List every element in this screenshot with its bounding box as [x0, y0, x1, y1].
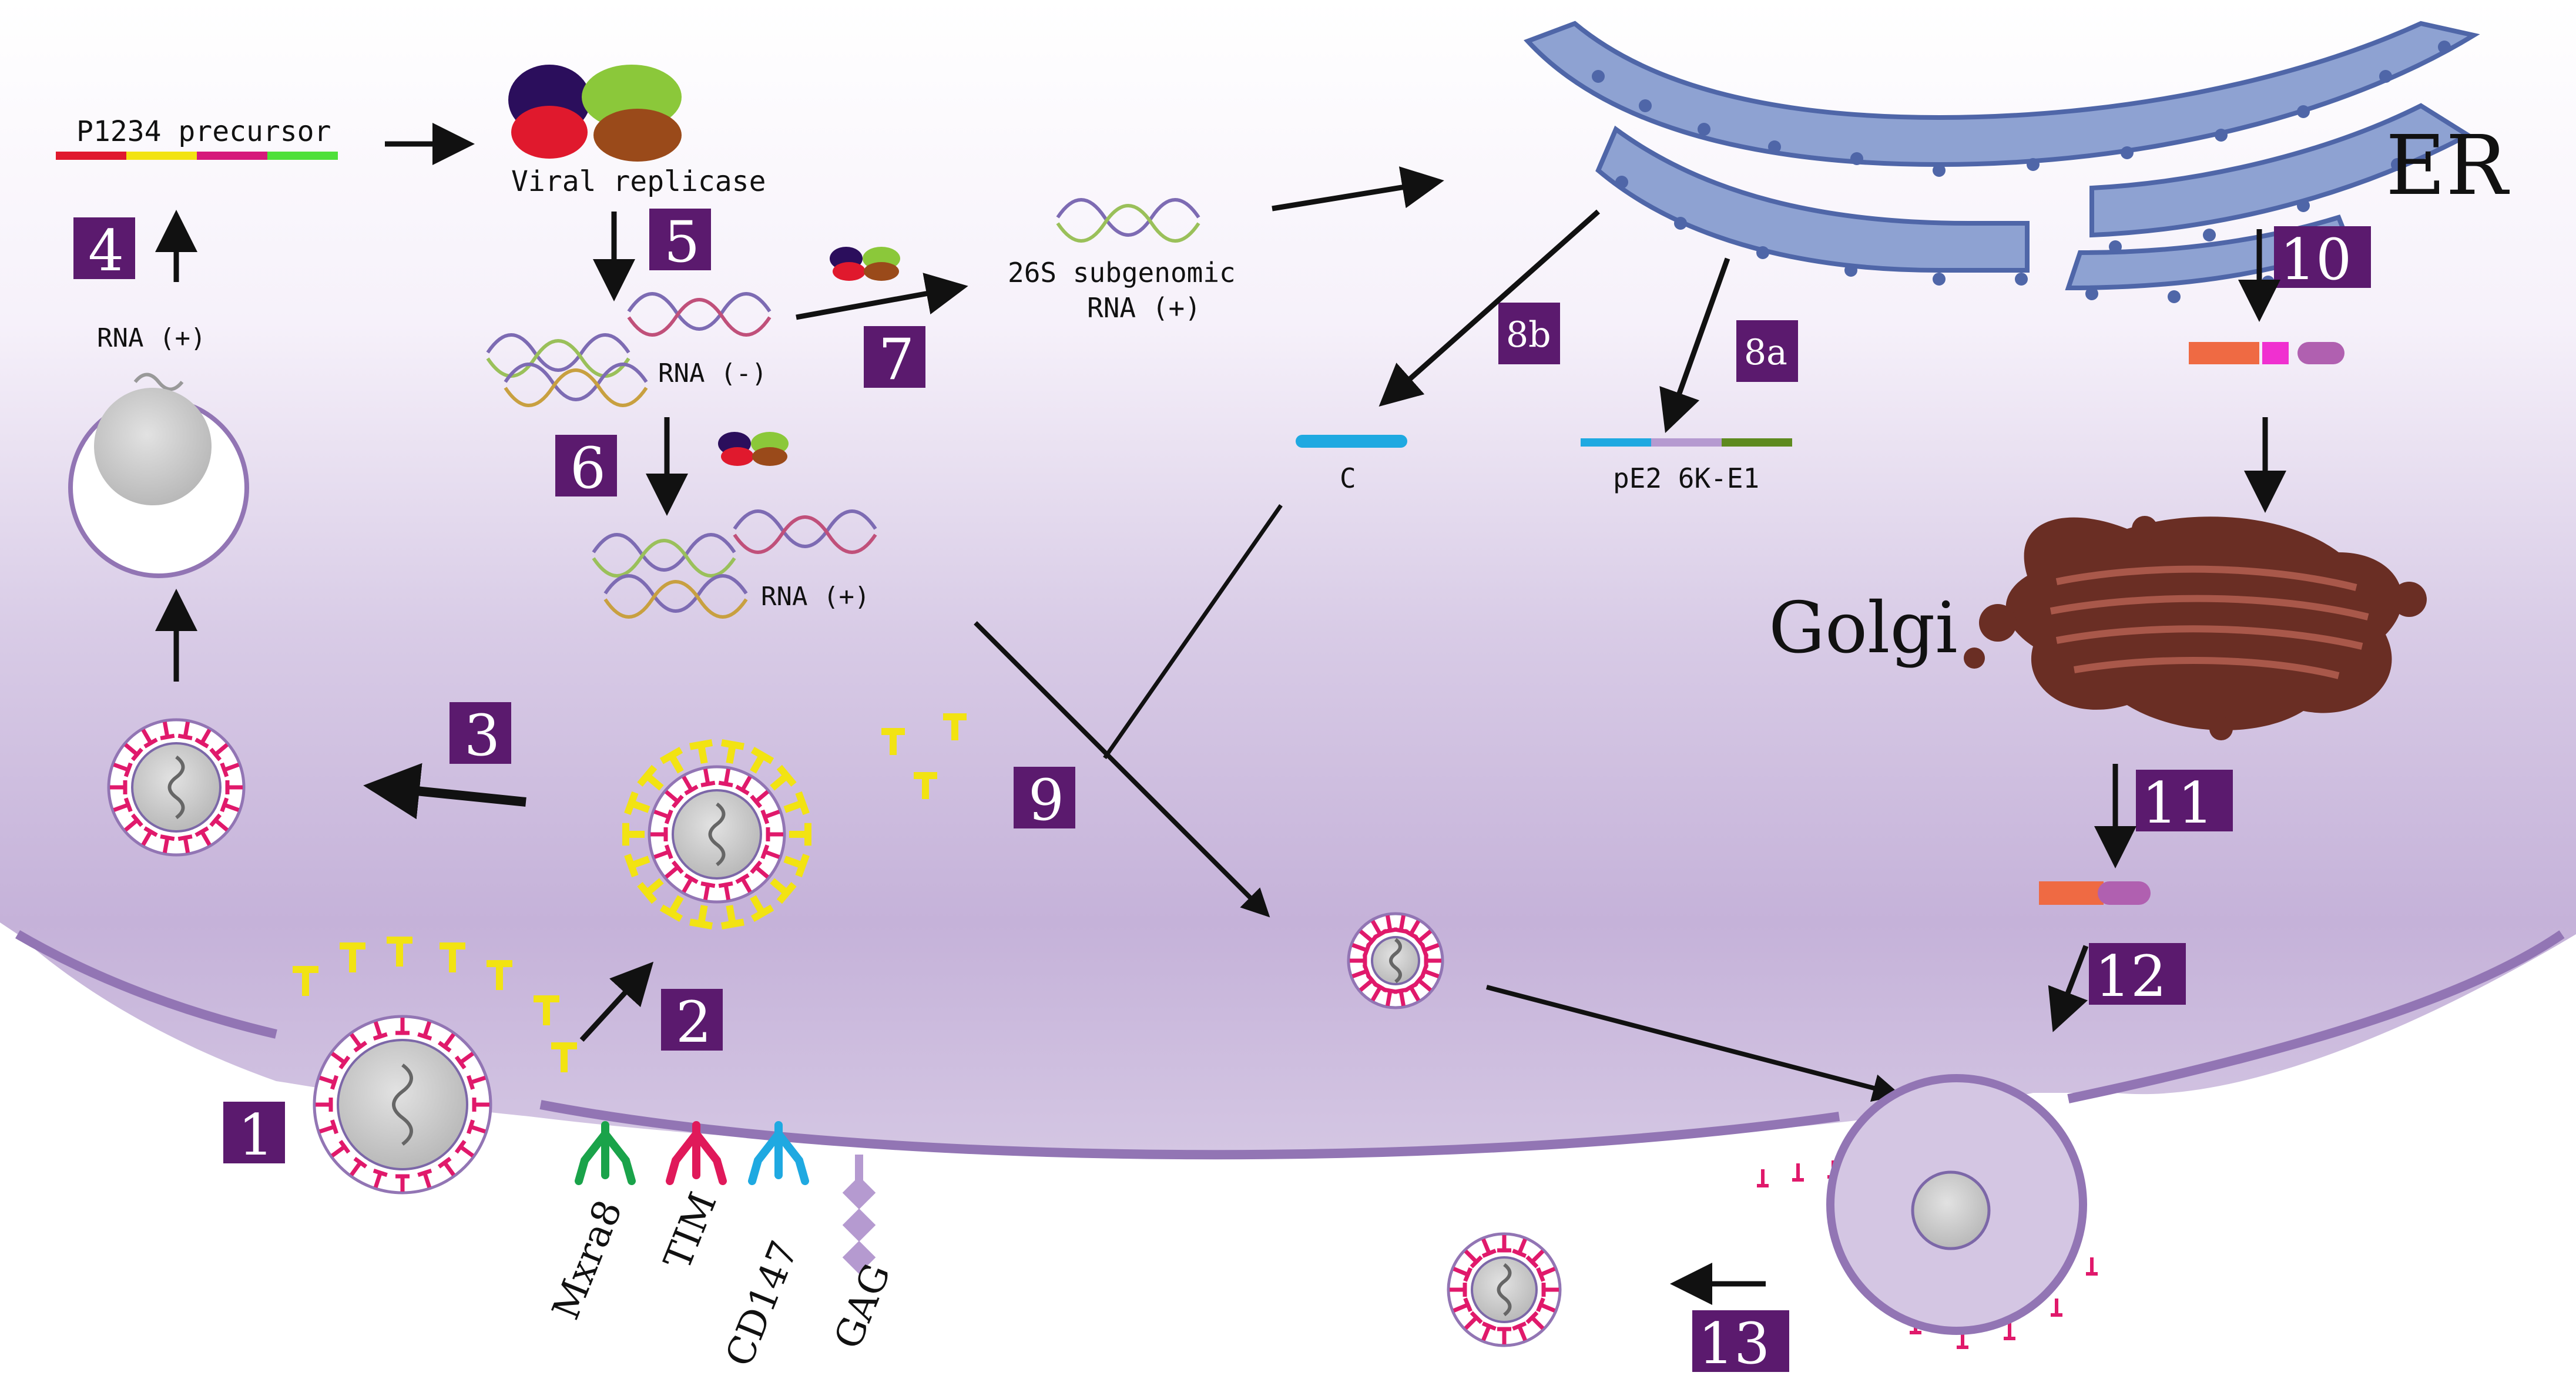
- svg-text:13: 13: [1698, 1311, 1770, 1377]
- receptor-label-cd147: CD147: [717, 1235, 807, 1373]
- step-1: 1: [223, 1102, 285, 1168]
- p1234-label: P1234 precursor: [76, 115, 331, 148]
- endosome-uncoating: [68, 388, 249, 578]
- step-10: 10: [2274, 226, 2371, 293]
- svg-text:3: 3: [464, 703, 500, 769]
- receptor-icon-yellow-free: [881, 713, 967, 799]
- er-label: ER: [2386, 118, 2510, 214]
- svg-text:2: 2: [676, 989, 712, 1055]
- replicase-icon-small-2: [718, 432, 789, 466]
- receptor-icon-yellow-membrane: [293, 937, 577, 1072]
- step-12: 12: [2089, 943, 2186, 1009]
- step-2: 2: [661, 989, 723, 1055]
- er-ribosomes: [1592, 41, 2451, 303]
- golgi-icon: [1964, 516, 2427, 740]
- virion-icon-released: [1447, 1232, 1562, 1347]
- capsid-label: C: [1340, 462, 1356, 494]
- receptor-icon-mxra8: [575, 1121, 636, 1185]
- arrow-capsid-to-9: [1103, 504, 1283, 760]
- arrows: [155, 123, 2286, 1305]
- e-protein-mature: [2039, 881, 2151, 905]
- svg-text:10: 10: [2280, 227, 2352, 293]
- svg-text:8a: 8a: [1744, 332, 1787, 373]
- svg-text:9: 9: [1028, 767, 1064, 833]
- step-11: 11: [2136, 770, 2233, 836]
- e-protein-precursor: [2189, 342, 2344, 364]
- step-8a: 8a: [1736, 320, 1798, 382]
- rna-minus-label: RNA (-): [658, 358, 767, 388]
- svg-text:11: 11: [2142, 770, 2213, 836]
- svg-text:5: 5: [664, 209, 700, 275]
- pe2-bar: [1581, 438, 1792, 447]
- p1234-bar: [56, 152, 338, 160]
- rna-plus-top-label: RNA (+): [97, 323, 206, 353]
- svg-text:1: 1: [238, 1102, 274, 1168]
- golgi-label: Golgi: [1769, 588, 1958, 669]
- capsid-bar: [1296, 435, 1407, 448]
- nucleocapsid-icon: [1347, 912, 1444, 1009]
- replicase-label: Viral replicase: [511, 165, 766, 198]
- virion-icon-receptor-bound: [622, 739, 811, 930]
- svg-text:7: 7: [878, 327, 914, 392]
- virion-icon-entry: [313, 1015, 492, 1195]
- plasma-membrane-right: [2067, 930, 2565, 1103]
- step-3: 3: [450, 702, 511, 769]
- step-9: 9: [1014, 767, 1075, 833]
- receptor-label-tim: TIM: [656, 1186, 726, 1275]
- step-5: 5: [649, 209, 711, 275]
- step-boxes: 1 2 3 4 5 6 7 8a 8b 9 10 11 12 13: [73, 209, 2371, 1377]
- step-13: 13: [1692, 1310, 1789, 1377]
- step-8b: 8b: [1498, 303, 1560, 364]
- budding-site: [1826, 1074, 2087, 1335]
- arrow-step9: [974, 621, 1270, 918]
- plasma-membrane-bottom: [539, 1100, 1840, 1160]
- receptor-icon-cd147: [748, 1121, 809, 1185]
- replicase-icon: [508, 65, 682, 162]
- pe2-label: pE2 6K-E1: [1613, 462, 1759, 494]
- plasma-membrane: [15, 930, 277, 1039]
- receptor-icon-tim: [666, 1121, 727, 1185]
- rna-strand-icon: [133, 198, 1200, 619]
- receptor-label-mxra8: Mxra8: [544, 1195, 631, 1326]
- step-4: 4: [73, 217, 135, 284]
- svg-text:6: 6: [570, 435, 606, 501]
- subgenomic-label-2: RNA (+): [1087, 292, 1201, 324]
- rna-plus-mid-label: RNA (+): [761, 582, 870, 612]
- cytoplasm: [0, 0, 2576, 1153]
- svg-text:4: 4: [88, 218, 124, 284]
- step-6: 6: [555, 435, 617, 501]
- replicase-icon-small-1: [830, 247, 900, 281]
- arrow-nucleocapsid-to-bud: [1485, 985, 1901, 1102]
- svg-text:12: 12: [2095, 944, 2166, 1009]
- receptor-icon-gag: [842, 1155, 876, 1274]
- svg-text:8b: 8b: [1506, 314, 1551, 355]
- arrow-step3: [363, 763, 526, 820]
- receptor-label-gag: GAG: [826, 1258, 899, 1355]
- step-7: 7: [864, 326, 925, 392]
- subgenomic-label-1: 26S subgenomic: [1008, 257, 1236, 288]
- virion-icon-endosome: [107, 718, 246, 857]
